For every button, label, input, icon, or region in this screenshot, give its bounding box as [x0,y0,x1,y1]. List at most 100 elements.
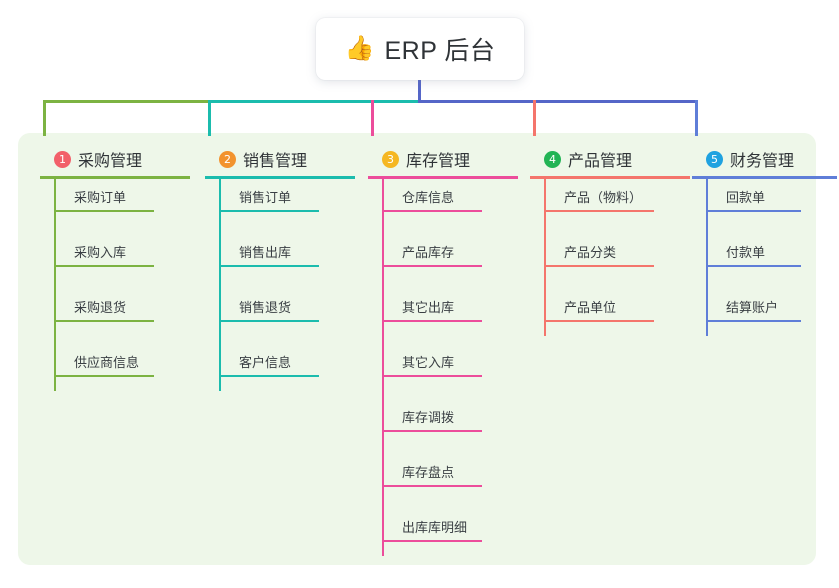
leaf-label: 销售订单 [239,190,292,205]
leaf-underline [54,210,154,212]
column-title: 库存管理 [406,153,471,170]
leaf-list: 销售订单销售出库销售退货客户信息 [219,179,355,399]
leaf-spine [54,179,56,391]
column-underline [40,176,190,179]
leaf-label: 产品库存 [402,245,455,260]
root-title: ERP 后台 [384,37,496,65]
leaf-label: 仓库信息 [402,190,455,205]
branch-column-3[interactable]: 3 库存管理仓库信息产品库存其它出库其它入库库存调拨库存盘点出库库明细 [368,148,518,564]
column-underline [368,176,518,179]
bus-segment-1 [43,100,211,103]
leaf-underline [706,320,801,322]
leaf-underline [706,265,801,267]
leaf-underline [219,210,319,212]
column-number-badge: 2 [219,150,236,168]
leaf-item[interactable]: 产品分类 [544,242,654,267]
leaf-item[interactable]: 采购退货 [54,297,154,322]
leaf-label: 销售退货 [239,300,292,315]
leaf-label: 采购订单 [74,190,127,205]
leaf-item[interactable]: 结算账户 [706,297,801,322]
leaf-label: 产品（物料） [564,190,643,205]
leaf-item[interactable]: 回款单 [706,187,801,212]
leaf-underline [54,375,154,377]
leaf-underline [382,210,482,212]
leaf-item[interactable]: 采购入库 [54,242,154,267]
column-underline [205,176,355,179]
leaf-label: 客户信息 [239,355,292,370]
drop-stem-4 [533,100,536,136]
column-header-5[interactable]: 5 财务管理 [692,148,837,170]
leaf-label: 采购入库 [74,245,127,260]
branches-panel [18,133,816,565]
leaf-label: 回款单 [726,190,766,205]
leaf-label: 付款单 [726,245,766,260]
column-header-2[interactable]: 2 销售管理 [205,148,355,170]
leaf-label: 其它出库 [402,300,455,315]
leaf-label: 产品分类 [564,245,617,260]
leaf-item[interactable]: 付款单 [706,242,801,267]
leaf-label: 库存调拨 [402,410,455,425]
leaf-label: 供应商信息 [74,355,140,370]
leaf-underline [382,375,482,377]
leaf-underline [382,540,482,542]
column-number-badge: 3 [382,150,399,168]
leaf-item[interactable]: 销售退货 [219,297,319,322]
branch-column-4[interactable]: 4 产品管理产品（物料） 产品分类产品单位 [530,148,690,344]
leaf-item[interactable]: 库存调拨 [382,407,482,432]
root-stem [418,80,421,103]
column-number-badge: 5 [706,150,723,168]
leaf-spine [382,179,384,556]
leaf-item[interactable]: 其它出库 [382,297,482,322]
leaf-item[interactable]: 采购订单 [54,187,154,212]
leaf-item[interactable]: 库存盘点 [382,462,482,487]
leaf-item[interactable]: 供应商信息 [54,352,154,377]
leaf-label: 采购退货 [74,300,127,315]
column-title: 采购管理 [78,153,143,170]
leaf-underline [544,265,654,267]
leaf-underline [54,320,154,322]
column-title: 财务管理 [730,153,795,170]
leaf-underline [544,210,654,212]
leaf-item[interactable]: 销售订单 [219,187,319,212]
leaf-underline [219,375,319,377]
leaf-label: 产品单位 [564,300,617,315]
column-title: 产品管理 [568,153,633,170]
branch-column-2[interactable]: 2 销售管理销售订单销售出库销售退货客户信息 [205,148,355,399]
leaf-spine [544,179,546,336]
leaf-item[interactable]: 出库库明细 [382,517,482,542]
leaf-underline [706,210,801,212]
column-header-1[interactable]: 1 采购管理 [40,148,190,170]
leaf-label: 库存盘点 [402,465,455,480]
leaf-item[interactable]: 产品库存 [382,242,482,267]
drop-stem-2 [208,100,211,136]
leaf-item[interactable]: 仓库信息 [382,187,482,212]
leaf-underline [219,265,319,267]
leaf-underline [54,265,154,267]
column-header-4[interactable]: 4 产品管理 [530,148,690,170]
leaf-item[interactable]: 客户信息 [219,352,319,377]
leaf-item[interactable]: 产品单位 [544,297,654,322]
leaf-list: 采购订单采购入库采购退货供应商信息 [54,179,190,399]
leaf-underline [382,485,482,487]
leaf-item[interactable]: 产品（物料） [544,187,654,212]
column-header-3[interactable]: 3 库存管理 [368,148,518,170]
leaf-item[interactable]: 销售出库 [219,242,319,267]
column-number-badge: 1 [54,150,71,168]
leaf-list: 仓库信息产品库存其它出库其它入库库存调拨库存盘点出库库明细 [382,179,518,564]
drop-stem-1 [43,100,46,136]
column-title: 销售管理 [243,153,308,170]
branch-column-5[interactable]: 5 财务管理回款单付款单结算账户 [692,148,837,344]
leaf-underline [382,320,482,322]
branch-column-1[interactable]: 1 采购管理采购订单采购入库采购退货供应商信息 [40,148,190,399]
leaf-label: 出库库明细 [402,520,468,535]
bus-segment-2 [208,100,421,103]
column-number-badge: 4 [544,150,561,168]
leaf-item[interactable]: 其它入库 [382,352,482,377]
root-node[interactable]: 👍 ERP 后台 [316,18,524,80]
thumbs-up-icon: 👍 [344,35,375,62]
leaf-spine [706,179,708,336]
leaf-underline [382,430,482,432]
leaf-label: 结算账户 [726,300,779,315]
bus-segment-3 [418,100,698,103]
column-underline [692,176,837,179]
